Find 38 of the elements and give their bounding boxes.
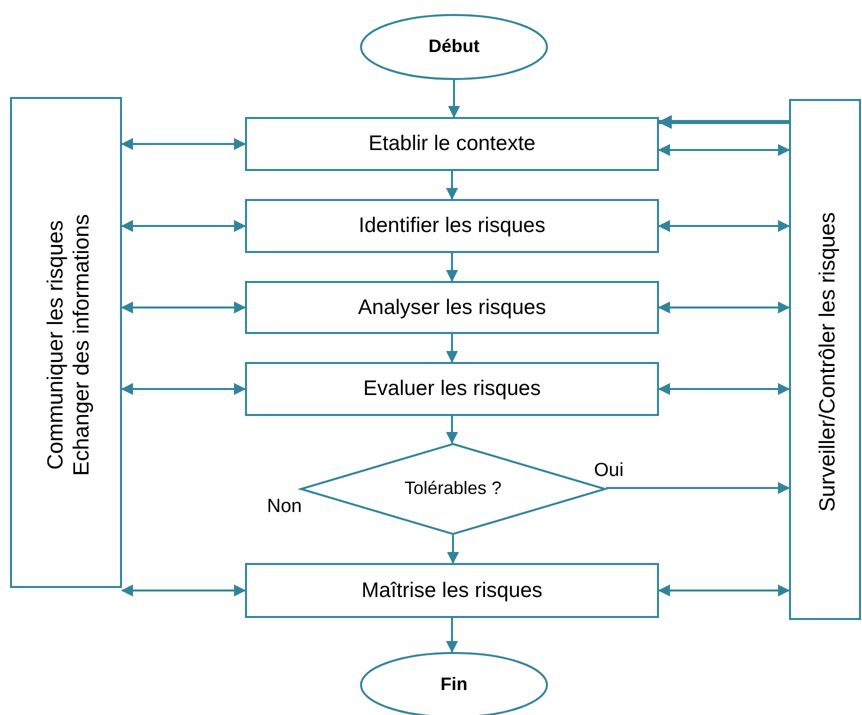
node-text: Tolérables ? — [404, 478, 502, 500]
node-text: Maîtrise les risques — [362, 578, 542, 604]
arrow — [658, 383, 790, 395]
arrow — [121, 138, 246, 150]
arrow — [121, 220, 246, 232]
node-text: Identifier les risques — [358, 213, 546, 239]
side-panel — [10, 97, 122, 588]
arrow — [121, 383, 246, 395]
arrow — [446, 618, 458, 653]
node-text: Etablir le contexte — [368, 131, 536, 157]
arrow — [121, 302, 246, 314]
arrow — [658, 584, 790, 596]
node-text: Fin — [440, 674, 468, 696]
start-ellipse — [360, 14, 548, 80]
arrow — [121, 584, 246, 596]
node-text: Evaluer les risques — [363, 376, 541, 402]
arrow — [658, 115, 789, 129]
arrow — [448, 80, 460, 118]
process-box — [245, 117, 659, 171]
arrow — [658, 144, 790, 156]
arrow — [446, 171, 458, 200]
arrow — [658, 220, 790, 232]
arrow — [446, 334, 458, 363]
process-box — [245, 199, 659, 253]
arrow — [446, 416, 458, 444]
arrow — [606, 482, 790, 494]
node-text: Echanger des informations — [68, 214, 94, 476]
arrow — [446, 253, 458, 282]
process-box — [245, 281, 659, 334]
process-box — [245, 362, 659, 416]
arrow — [658, 302, 790, 314]
process-box — [245, 563, 659, 618]
side-panel — [789, 99, 861, 620]
node-text: Début — [428, 36, 480, 58]
arrow — [447, 535, 459, 564]
node-text: Analyser les risques — [358, 294, 546, 320]
node-text: Surveiller/Contrôler les risques — [814, 212, 840, 512]
node-text: Communiquer les risques — [42, 220, 68, 470]
